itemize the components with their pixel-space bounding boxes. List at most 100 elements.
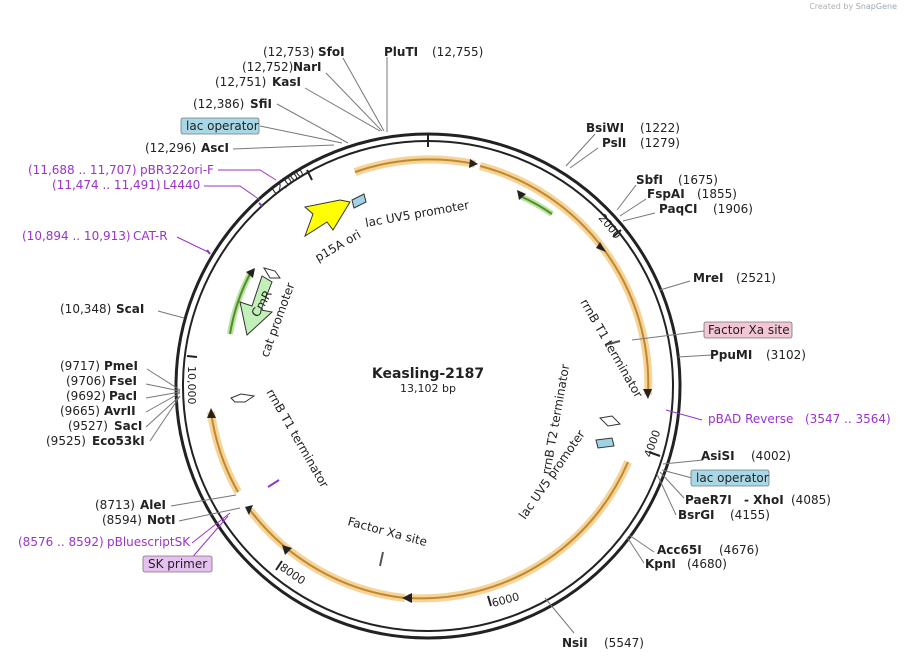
green-arc-left	[229, 271, 252, 335]
feature-arc-bottom	[407, 460, 632, 603]
site-pos: (4155)	[730, 508, 770, 522]
feature-arc-lower-left	[249, 509, 406, 599]
site-pos: (9525)	[46, 434, 86, 448]
site-pos: (1675)	[678, 173, 718, 187]
site-name: - XhoI	[744, 493, 784, 507]
site-pos: (9692)	[66, 389, 106, 403]
lac-operator-box	[180, 117, 260, 135]
site-pos: (12,296)	[145, 141, 196, 155]
green-features	[227, 190, 554, 336]
site-name: PaeR7I	[685, 493, 732, 507]
primer-pos: (11,688 .. 11,707)	[28, 163, 137, 177]
primer-marks	[206, 202, 280, 488]
site-name: SfiI	[250, 97, 272, 111]
site-pos: (4002)	[751, 449, 791, 463]
site-pos: (8713)	[95, 498, 135, 512]
site-pos: (12,751)	[215, 75, 266, 89]
lac-operator-label: lac operator	[186, 119, 259, 133]
site-pos: (9665)	[60, 404, 100, 418]
cmr-arrow	[239, 275, 274, 336]
tick-label: 4000	[642, 428, 664, 459]
site-pos: (12,755)	[432, 45, 483, 59]
site-name: KasI	[272, 75, 301, 89]
arrowhead	[402, 593, 412, 603]
arrowhead	[469, 159, 478, 168]
site-name: PacI	[109, 389, 137, 403]
primer-name: pBAD Reverse	[708, 412, 793, 426]
site-pos: (1906)	[713, 202, 753, 216]
plasmid-name: Keasling-2187	[372, 366, 484, 382]
tick-label: 2000	[596, 212, 624, 242]
leader-lines	[145, 57, 713, 634]
arrowhead	[207, 408, 216, 418]
site-name: PpuMI	[710, 348, 752, 362]
factor-xa-label: Factor Xa site	[708, 323, 790, 337]
site-name: AscI	[201, 141, 229, 155]
site-name: SbfI	[636, 173, 663, 187]
tick-label: 10,000	[185, 366, 198, 405]
site-pos: (5547)	[604, 636, 644, 650]
site-pos: (1222)	[640, 121, 680, 135]
site-pos: (2521)	[736, 271, 776, 285]
primer-name: pBR322ori-F	[140, 163, 214, 177]
feature-arc-top	[354, 158, 476, 173]
site-name: SacI	[114, 419, 142, 433]
p15a-ori-arrow	[303, 199, 351, 238]
site-name: NarI	[293, 60, 322, 74]
plasmid-title: Keasling-2187 13,102 bp	[372, 366, 484, 395]
site-name: PaqCI	[659, 202, 697, 216]
terminator-glyph	[262, 267, 281, 279]
site-name: NsiI	[562, 636, 588, 650]
primer-labels: (11,688 .. 11,707) pBR322ori-F (11,474 .…	[18, 163, 891, 549]
site-pos: (1855)	[697, 187, 737, 201]
site-pos: (9527)	[68, 419, 108, 433]
terminator-glyph	[230, 393, 256, 403]
site-name: Eco53kI	[92, 434, 145, 448]
primer-pos: (10,894 .. 10,913)	[22, 229, 131, 243]
small-glyphs	[230, 193, 622, 567]
site-name: BsrGI	[678, 508, 715, 522]
primer-pos: (3547 .. 3564)	[805, 412, 891, 426]
credit: Created by SnapGene	[809, 2, 897, 11]
feature-label: Factor Xa site	[346, 514, 428, 549]
arrowhead	[282, 545, 292, 555]
primer-lines	[176, 169, 703, 561]
site-pos: (9717)	[60, 359, 100, 373]
site-name: Acc65I	[657, 543, 702, 557]
lac-operator-label: lac operator	[696, 471, 769, 485]
site-name: KpnI	[645, 557, 676, 571]
tick-label: 6000	[490, 590, 520, 610]
site-name: FspAI	[647, 187, 685, 201]
feature-arc-bottom	[407, 461, 629, 600]
feature-label: rrnB T1 terminator	[263, 387, 331, 491]
feature-label: p15A ori	[313, 227, 364, 264]
sk-primer-box	[142, 555, 213, 573]
terminator-glyph	[598, 415, 622, 427]
site-name: AvrII	[104, 404, 136, 418]
site-name: ScaI	[116, 302, 144, 316]
primer-name: CAT-R	[133, 229, 168, 243]
site-name: AleI	[140, 498, 166, 512]
site-pos: (1279)	[640, 136, 680, 150]
site-pos: (12,386)	[193, 97, 244, 111]
feature-arcs	[207, 155, 653, 603]
site-pos: (4676)	[719, 543, 759, 557]
feature-arc-left	[210, 411, 239, 493]
feature-arc-left	[207, 411, 242, 494]
site-pos: (4085)	[791, 493, 831, 507]
site-name: BsiWI	[586, 121, 624, 135]
lac-glyph	[595, 437, 615, 449]
lac-glyph	[351, 193, 367, 209]
site-pos: (9706)	[66, 374, 106, 388]
site-pos: (12,752)	[242, 60, 293, 74]
arrowhead	[245, 505, 253, 515]
tick-label: 12,000	[267, 166, 306, 199]
sk-primer-label: SK primer	[148, 557, 207, 571]
site-pos: (12,753)	[263, 45, 314, 59]
primer-pos: (8576 .. 8592)	[18, 535, 104, 549]
plasmid-length: 13,102 bp	[400, 382, 456, 395]
lac-operator-box	[690, 469, 770, 487]
site-name: NotI	[147, 513, 176, 527]
boxed-labels: lac operator Factor Xa site lac operator…	[142, 117, 793, 573]
